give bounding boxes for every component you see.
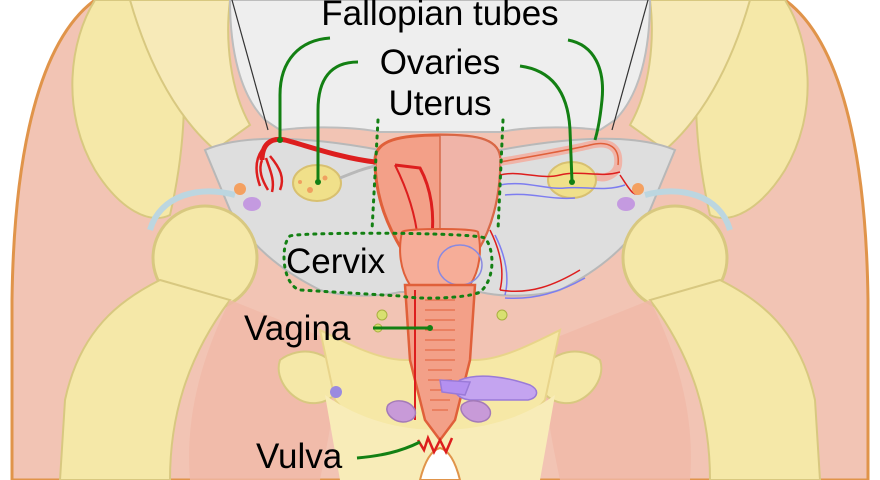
right-labium	[460, 400, 492, 423]
right-lymph-node-1	[632, 183, 644, 195]
right-fallopian-tube-outline	[499, 142, 619, 166]
left-hip-socket	[147, 188, 236, 231]
leader-dot-ovaries-right	[569, 179, 575, 185]
urethra	[439, 379, 472, 396]
vulva-shape	[416, 434, 454, 455]
left-lymph-node-1	[234, 183, 246, 195]
leader-fallopian-left	[278, 36, 331, 140]
right-hip-socket	[644, 188, 733, 231]
left-lymph-node-2	[243, 197, 261, 211]
leader-dot-ovaries-left	[315, 179, 321, 185]
right-thigh-muscle	[545, 300, 691, 480]
left-thigh-muscle	[189, 300, 335, 480]
purple-node	[330, 386, 342, 398]
left-fallopian-tube	[259, 136, 376, 165]
label-cervix: Cervix	[286, 242, 386, 281]
right-black-leader	[611, 0, 649, 131]
leg-gap	[418, 446, 462, 480]
left-follicle-2	[322, 175, 328, 181]
left-green-node	[376, 309, 388, 321]
left-labium	[386, 400, 417, 423]
label-vulva: Vulva	[256, 437, 343, 476]
left-ovarian-ligament	[339, 164, 377, 180]
right-green-node	[496, 309, 508, 321]
right-lymph-node-2	[617, 197, 635, 211]
leader-dot-vagina	[427, 325, 433, 331]
leader-fallopian-right	[567, 38, 605, 141]
label-ovaries: Ovaries	[380, 43, 501, 82]
label-uterus: Uterus	[388, 84, 491, 123]
leader-lines	[278, 36, 605, 460]
vaginal-rugae	[425, 299, 455, 411]
left-follicle-3	[298, 180, 302, 184]
left-fimbriae	[255, 149, 284, 193]
label-fallopian-tubes: Fallopian tubes	[321, 0, 558, 33]
left-follicle-1	[307, 187, 313, 193]
left-black-leader	[231, 0, 269, 131]
leader-dot-fallopian-left	[277, 137, 283, 143]
label-vagina: Vagina	[244, 309, 351, 348]
uterus-dotted-outline	[370, 118, 505, 232]
abdominal-cavity	[228, 0, 652, 133]
right-vessel-network	[489, 171, 641, 300]
leader-vulva	[356, 440, 421, 460]
vagina-shape	[403, 283, 477, 443]
leader-ovaries-left	[316, 60, 359, 182]
cervix-dotted-outline	[282, 231, 494, 300]
leader-ovaries-right	[519, 64, 574, 183]
